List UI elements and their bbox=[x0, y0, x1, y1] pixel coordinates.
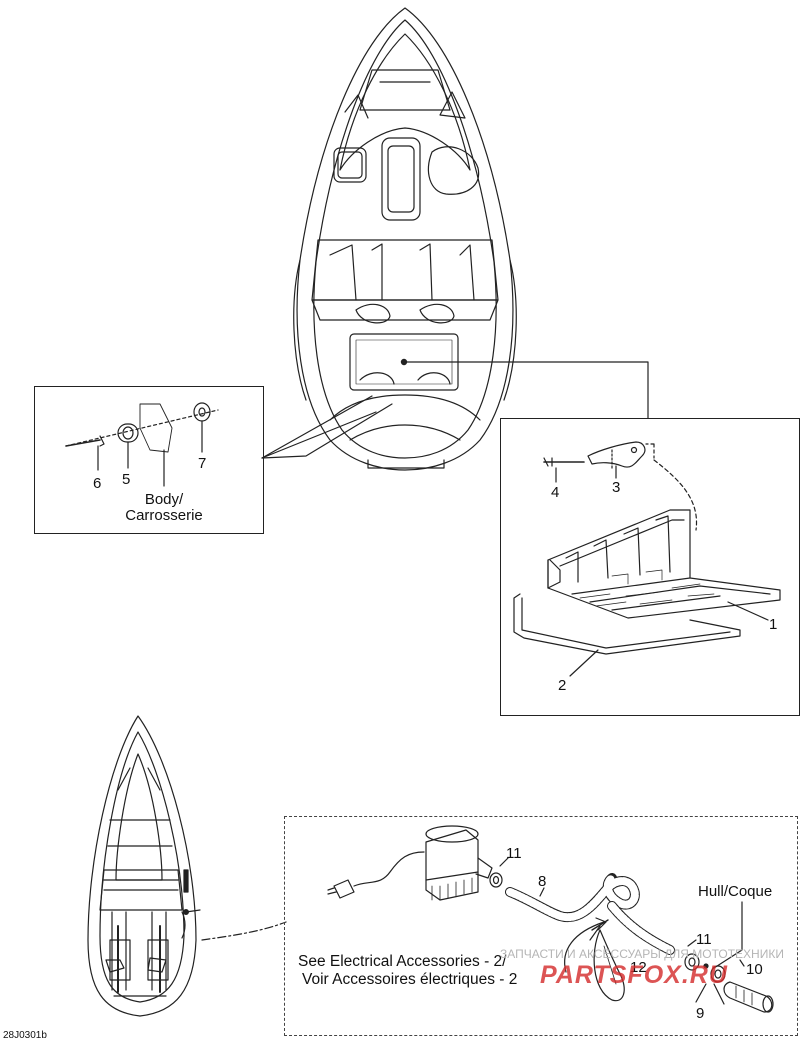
callout-12: 12 bbox=[630, 959, 647, 976]
right-inset-parts bbox=[513, 441, 781, 677]
left-detail-frame bbox=[34, 386, 264, 534]
callout-1: 1 bbox=[769, 616, 778, 633]
callout-10: 10 bbox=[746, 961, 763, 978]
callout-6: 6 bbox=[93, 475, 102, 492]
callout-7: 7 bbox=[198, 455, 207, 472]
watermark-brand: PARTSFOX.RU bbox=[540, 961, 728, 989]
left-inset-parts bbox=[65, 402, 219, 487]
body-label-line1: Body/ bbox=[144, 491, 184, 508]
hull-bottom-view bbox=[87, 715, 287, 1017]
right-detail-frame bbox=[500, 418, 800, 716]
figure-code: 28J0301b bbox=[3, 1030, 47, 1041]
watermark-tagline: ЗАПЧАСТИ И АКСЕССУАРЫ ДЛЯ МОТОТЕХНИКИ bbox=[500, 947, 784, 961]
see-electrical-line1: See Electrical Accessories - 2/ bbox=[298, 953, 507, 970]
watercraft-top-view bbox=[293, 7, 517, 471]
callout-5: 5 bbox=[122, 471, 131, 488]
callout-11-top: 11 bbox=[506, 845, 522, 862]
see-electrical-line2: Voir Accessoires électriques - 2 bbox=[302, 971, 518, 988]
callout-8: 8 bbox=[538, 873, 547, 890]
hull-label: Hull/Coque bbox=[698, 883, 773, 900]
body-label-line2: Carrosserie bbox=[125, 507, 203, 524]
callout-4: 4 bbox=[551, 484, 560, 501]
bottom-detail-frame bbox=[284, 816, 798, 1036]
callout-11-bottom: 11 bbox=[696, 931, 712, 948]
callout-3: 3 bbox=[612, 479, 621, 496]
callout-2: 2 bbox=[558, 677, 567, 694]
bilge-pump-assembly bbox=[327, 825, 774, 1013]
callout-9: 9 bbox=[696, 1005, 705, 1022]
